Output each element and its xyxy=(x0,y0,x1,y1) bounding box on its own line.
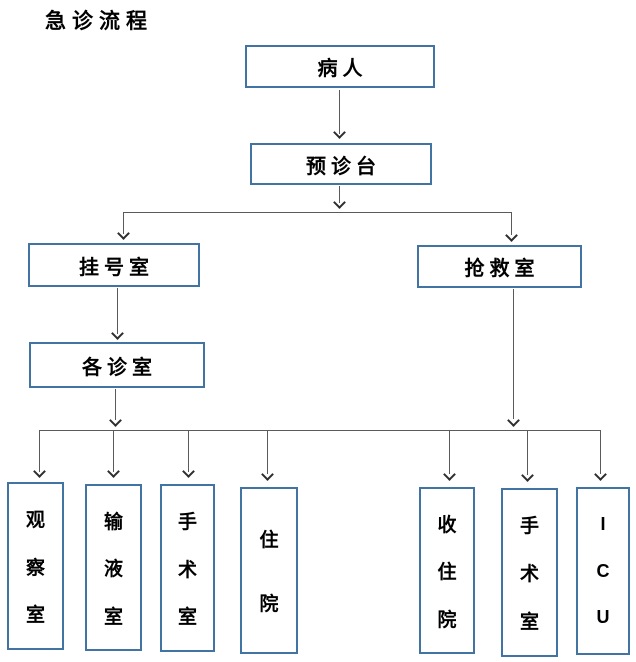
node-patient: 病人 xyxy=(245,45,435,88)
node-clinics-label: 各诊室 xyxy=(82,356,157,379)
distribution-rail-line xyxy=(39,430,600,431)
arrow-registration-to-clinics-head xyxy=(111,327,124,340)
page-title: 急诊流程 xyxy=(45,10,153,33)
node-observation: 观察室 xyxy=(7,482,64,650)
node-surgery-right-label: 手术室 xyxy=(519,516,539,633)
arrow-rail-to-admission-head xyxy=(443,468,456,481)
node-triage: 预诊台 xyxy=(250,143,432,185)
arrow-triage-to-branch-head xyxy=(333,196,346,209)
branch-bracket-line xyxy=(123,212,512,213)
node-infusion-label: 输液室 xyxy=(103,511,123,628)
arrow-rail-to-surgery-left-line xyxy=(188,431,189,472)
arrow-branch-to-registration-line xyxy=(123,212,124,234)
node-surgery-right: 手术室 xyxy=(501,488,558,657)
arrow-rail-to-hospitalization-head xyxy=(261,468,274,481)
arrow-rescue-to-rail-line xyxy=(513,289,514,419)
node-admission-label: 收住院 xyxy=(437,514,457,631)
arrow-rail-to-icu-head xyxy=(594,468,607,481)
arrow-rail-to-infusion-line xyxy=(113,431,114,472)
arrow-rail-to-hospitalization-line xyxy=(267,431,268,474)
node-hospitalization: 住院 xyxy=(240,487,298,654)
arrow-rail-to-surgery-right-line xyxy=(527,431,528,475)
node-clinics: 各诊室 xyxy=(29,342,205,388)
arrow-branch-to-rescue-head xyxy=(505,229,518,242)
node-hospitalization-label: 住院 xyxy=(259,530,279,615)
arrow-clinics-to-rail-head xyxy=(109,414,122,427)
node-triage-label: 预诊台 xyxy=(306,155,381,178)
arrow-branch-to-registration-head xyxy=(117,227,130,240)
node-registration-label: 挂号室 xyxy=(79,256,154,279)
node-rescue-label: 抢救室 xyxy=(464,258,540,280)
arrow-rail-to-infusion-head xyxy=(107,465,120,478)
node-surgery-left: 手术室 xyxy=(160,484,215,652)
arrow-rail-to-icu-line xyxy=(600,430,601,474)
arrow-triage-to-branch-line xyxy=(339,186,340,203)
node-rescue: 抢救室 xyxy=(417,245,582,288)
arrow-rail-to-surgery-left-head xyxy=(182,465,195,478)
arrow-branch-to-rescue-line xyxy=(511,212,512,235)
node-admission: 收住院 xyxy=(419,487,475,654)
arrow-patient-to-triage-head xyxy=(333,126,346,139)
arrow-rail-to-observation-line xyxy=(39,430,40,472)
node-patient-label: 病人 xyxy=(317,58,368,80)
node-surgery-left-label: 手术室 xyxy=(177,511,197,629)
node-registration: 挂号室 xyxy=(28,243,200,287)
arrow-rail-to-surgery-right-head xyxy=(521,469,534,482)
node-infusion: 输液室 xyxy=(85,484,142,651)
arrow-registration-to-clinics-line xyxy=(117,288,118,334)
arrow-patient-to-triage-line xyxy=(339,90,340,134)
node-observation-label: 观察室 xyxy=(25,509,45,627)
arrow-rail-to-admission-line xyxy=(449,431,450,474)
arrow-rail-to-observation-head xyxy=(33,465,46,478)
arrow-clinics-to-rail-line xyxy=(115,389,116,420)
arrow-rescue-to-rail-head xyxy=(507,414,520,427)
